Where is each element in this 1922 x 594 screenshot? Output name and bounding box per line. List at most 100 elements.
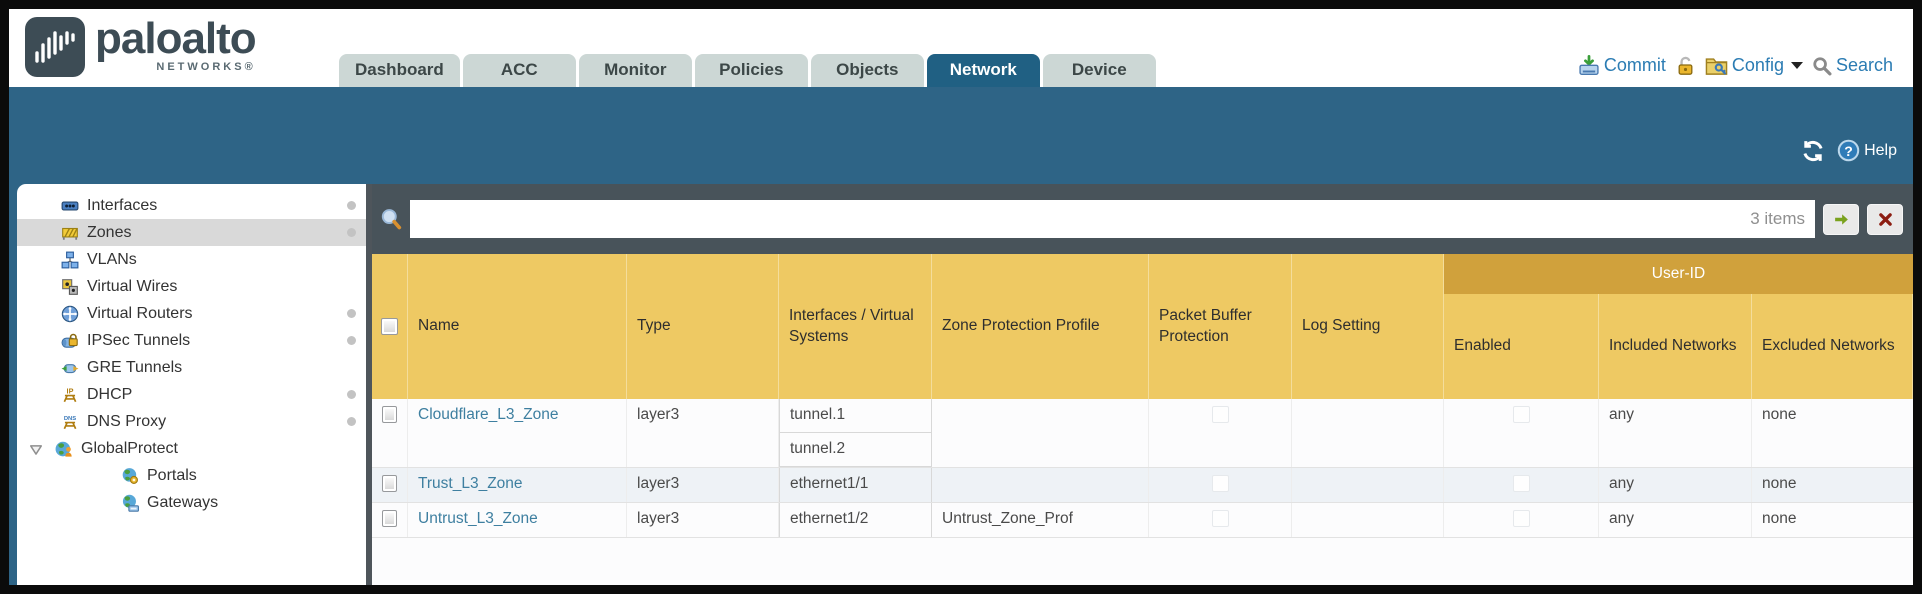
sidebar-item-interfaces[interactable]: Interfaces: [17, 192, 366, 219]
packet-buffer-protection-cell: [1149, 399, 1292, 467]
search-button[interactable]: Search: [1812, 55, 1893, 76]
column-header-interfaces[interactable]: Interfaces / Virtual Systems: [779, 254, 932, 399]
filter-input-wrap: 3 items: [410, 200, 1815, 238]
tab-network[interactable]: Network: [926, 54, 1040, 87]
status-dot: [347, 201, 356, 210]
row-checkbox[interactable]: [382, 475, 397, 492]
sidebar-item-portals[interactable]: Portals: [17, 462, 366, 489]
header-actions: Commit: [1578, 54, 1893, 77]
sidebar-splitter[interactable]: [366, 184, 372, 585]
sidebar-item-label: DHCP: [87, 385, 133, 403]
tab-dashboard[interactable]: Dashboard: [339, 54, 460, 87]
column-header-enabled[interactable]: Enabled: [1444, 294, 1599, 399]
user-id-enabled-checkbox[interactable]: [1512, 510, 1530, 527]
filter-input[interactable]: [410, 200, 1815, 238]
excluded-networks-cell: none: [1762, 406, 1797, 423]
apply-filter-button[interactable]: [1823, 203, 1859, 235]
packet-buffer-checkbox[interactable]: [1211, 510, 1229, 527]
packet-buffer-protection-cell: [1149, 468, 1292, 502]
sidebar-item-globalprotect[interactable]: GlobalProtect: [17, 435, 366, 462]
brand-sub: NETWORKS®: [156, 61, 256, 73]
table-filler: [372, 538, 1913, 585]
zone-name-link[interactable]: Trust_L3_Zone: [418, 475, 523, 492]
sidebar-item-label: Gateways: [147, 493, 219, 511]
interface-entry: ethernet1/2: [790, 510, 869, 527]
column-header-included-networks[interactable]: Included Networks: [1599, 294, 1752, 399]
tab-monitor[interactable]: Monitor: [578, 54, 692, 87]
search-icon: [1812, 56, 1832, 76]
status-dot: [347, 336, 356, 345]
column-header-packet-buffer-protection[interactable]: Packet Buffer Protection: [1149, 254, 1292, 399]
row-select-cell: [372, 503, 408, 537]
paloalto-logo-icon: [25, 17, 85, 77]
interface-entry: ethernet1/1: [790, 475, 869, 492]
zone-protection-profile-cell: [932, 468, 1149, 502]
lock-button[interactable]: [1675, 55, 1696, 76]
interface-entry: tunnel.2: [780, 433, 931, 467]
row-checkbox[interactable]: [382, 406, 397, 423]
unlocked-padlock-icon: [1675, 55, 1696, 76]
help-icon: ?: [1837, 139, 1860, 162]
tab-policies[interactable]: Policies: [694, 54, 808, 87]
commit-button[interactable]: Commit: [1578, 54, 1666, 77]
excluded-networks-cell: none: [1762, 510, 1797, 527]
packet-buffer-protection-cell: [1149, 503, 1292, 537]
select-all-checkbox[interactable]: [381, 318, 398, 335]
column-header-name[interactable]: Name: [408, 254, 627, 399]
zones-icon: [61, 224, 79, 242]
tab-acc[interactable]: ACC: [462, 54, 576, 87]
svg-text:?: ?: [1844, 143, 1853, 159]
refresh-button[interactable]: [1801, 139, 1825, 163]
zone-name-cell: Trust_L3_Zone: [408, 468, 627, 502]
sidebar-item-virtual-wires[interactable]: Virtual Wires: [17, 273, 366, 300]
sidebar-item-label: GlobalProtect: [81, 439, 178, 457]
help-button[interactable]: ? Help: [1837, 139, 1897, 162]
user-id-enabled-cell: [1444, 503, 1599, 537]
user-id-group-header: User-ID: [1444, 254, 1913, 294]
sidebar-item-gre-tunnels[interactable]: GRE Tunnels: [17, 354, 366, 381]
zone-name-link[interactable]: Cloudflare_L3_Zone: [418, 406, 559, 423]
sidebar-item-ipsec-tunnels[interactable]: IPSec Tunnels: [17, 327, 366, 354]
sidebar-item-virtual-routers[interactable]: Virtual Routers: [17, 300, 366, 327]
sub-header-band: ? Help: [9, 87, 1913, 184]
column-header-zone-protection-profile[interactable]: Zone Protection Profile: [932, 254, 1149, 399]
expander-triangle-icon[interactable]: [29, 441, 45, 457]
help-label: Help: [1864, 141, 1897, 159]
packet-buffer-checkbox[interactable]: [1211, 475, 1229, 492]
tab-device[interactable]: Device: [1042, 54, 1156, 87]
config-menu-button[interactable]: Config: [1705, 54, 1803, 77]
sidebar-item-label: Zones: [87, 223, 132, 241]
brand-name: paloalto: [95, 14, 257, 63]
zone-name-link[interactable]: Untrust_L3_Zone: [418, 510, 538, 527]
refresh-icon: [1801, 139, 1825, 163]
column-header-excluded-networks[interactable]: Excluded Networks: [1752, 294, 1913, 399]
sidebar-item-vlans[interactable]: VLANs: [17, 246, 366, 273]
zone-type-cell: layer3: [627, 468, 779, 502]
sidebar-item-label: Portals: [147, 466, 197, 484]
vlans-icon: [61, 251, 79, 269]
included-networks-cell: any: [1599, 399, 1752, 467]
zones-table-header: Name Type Interfaces / Virtual Systems Z…: [372, 254, 1913, 399]
packet-buffer-checkbox[interactable]: [1211, 406, 1229, 423]
paloalto-logo: paloalto NETWORKS®: [25, 14, 257, 77]
excluded-networks-cell: none: [1762, 475, 1797, 492]
row-checkbox[interactable]: [382, 510, 397, 527]
user-id-enabled-checkbox[interactable]: [1512, 406, 1530, 423]
tab-objects[interactable]: Objects: [810, 54, 924, 87]
items-count: 3 items: [1750, 209, 1805, 228]
column-header-type[interactable]: Type: [627, 254, 779, 399]
clear-filter-button[interactable]: [1867, 203, 1903, 235]
sidebar-item-gateways[interactable]: Gateways: [17, 489, 366, 516]
user-id-enabled-checkbox[interactable]: [1512, 475, 1530, 492]
sidebar-item-zones[interactable]: Zones: [17, 219, 366, 246]
column-header-log-setting[interactable]: Log Setting: [1292, 254, 1444, 399]
zone-type-cell: layer3: [627, 399, 779, 467]
sidebar-item-label: Virtual Routers: [87, 304, 193, 322]
